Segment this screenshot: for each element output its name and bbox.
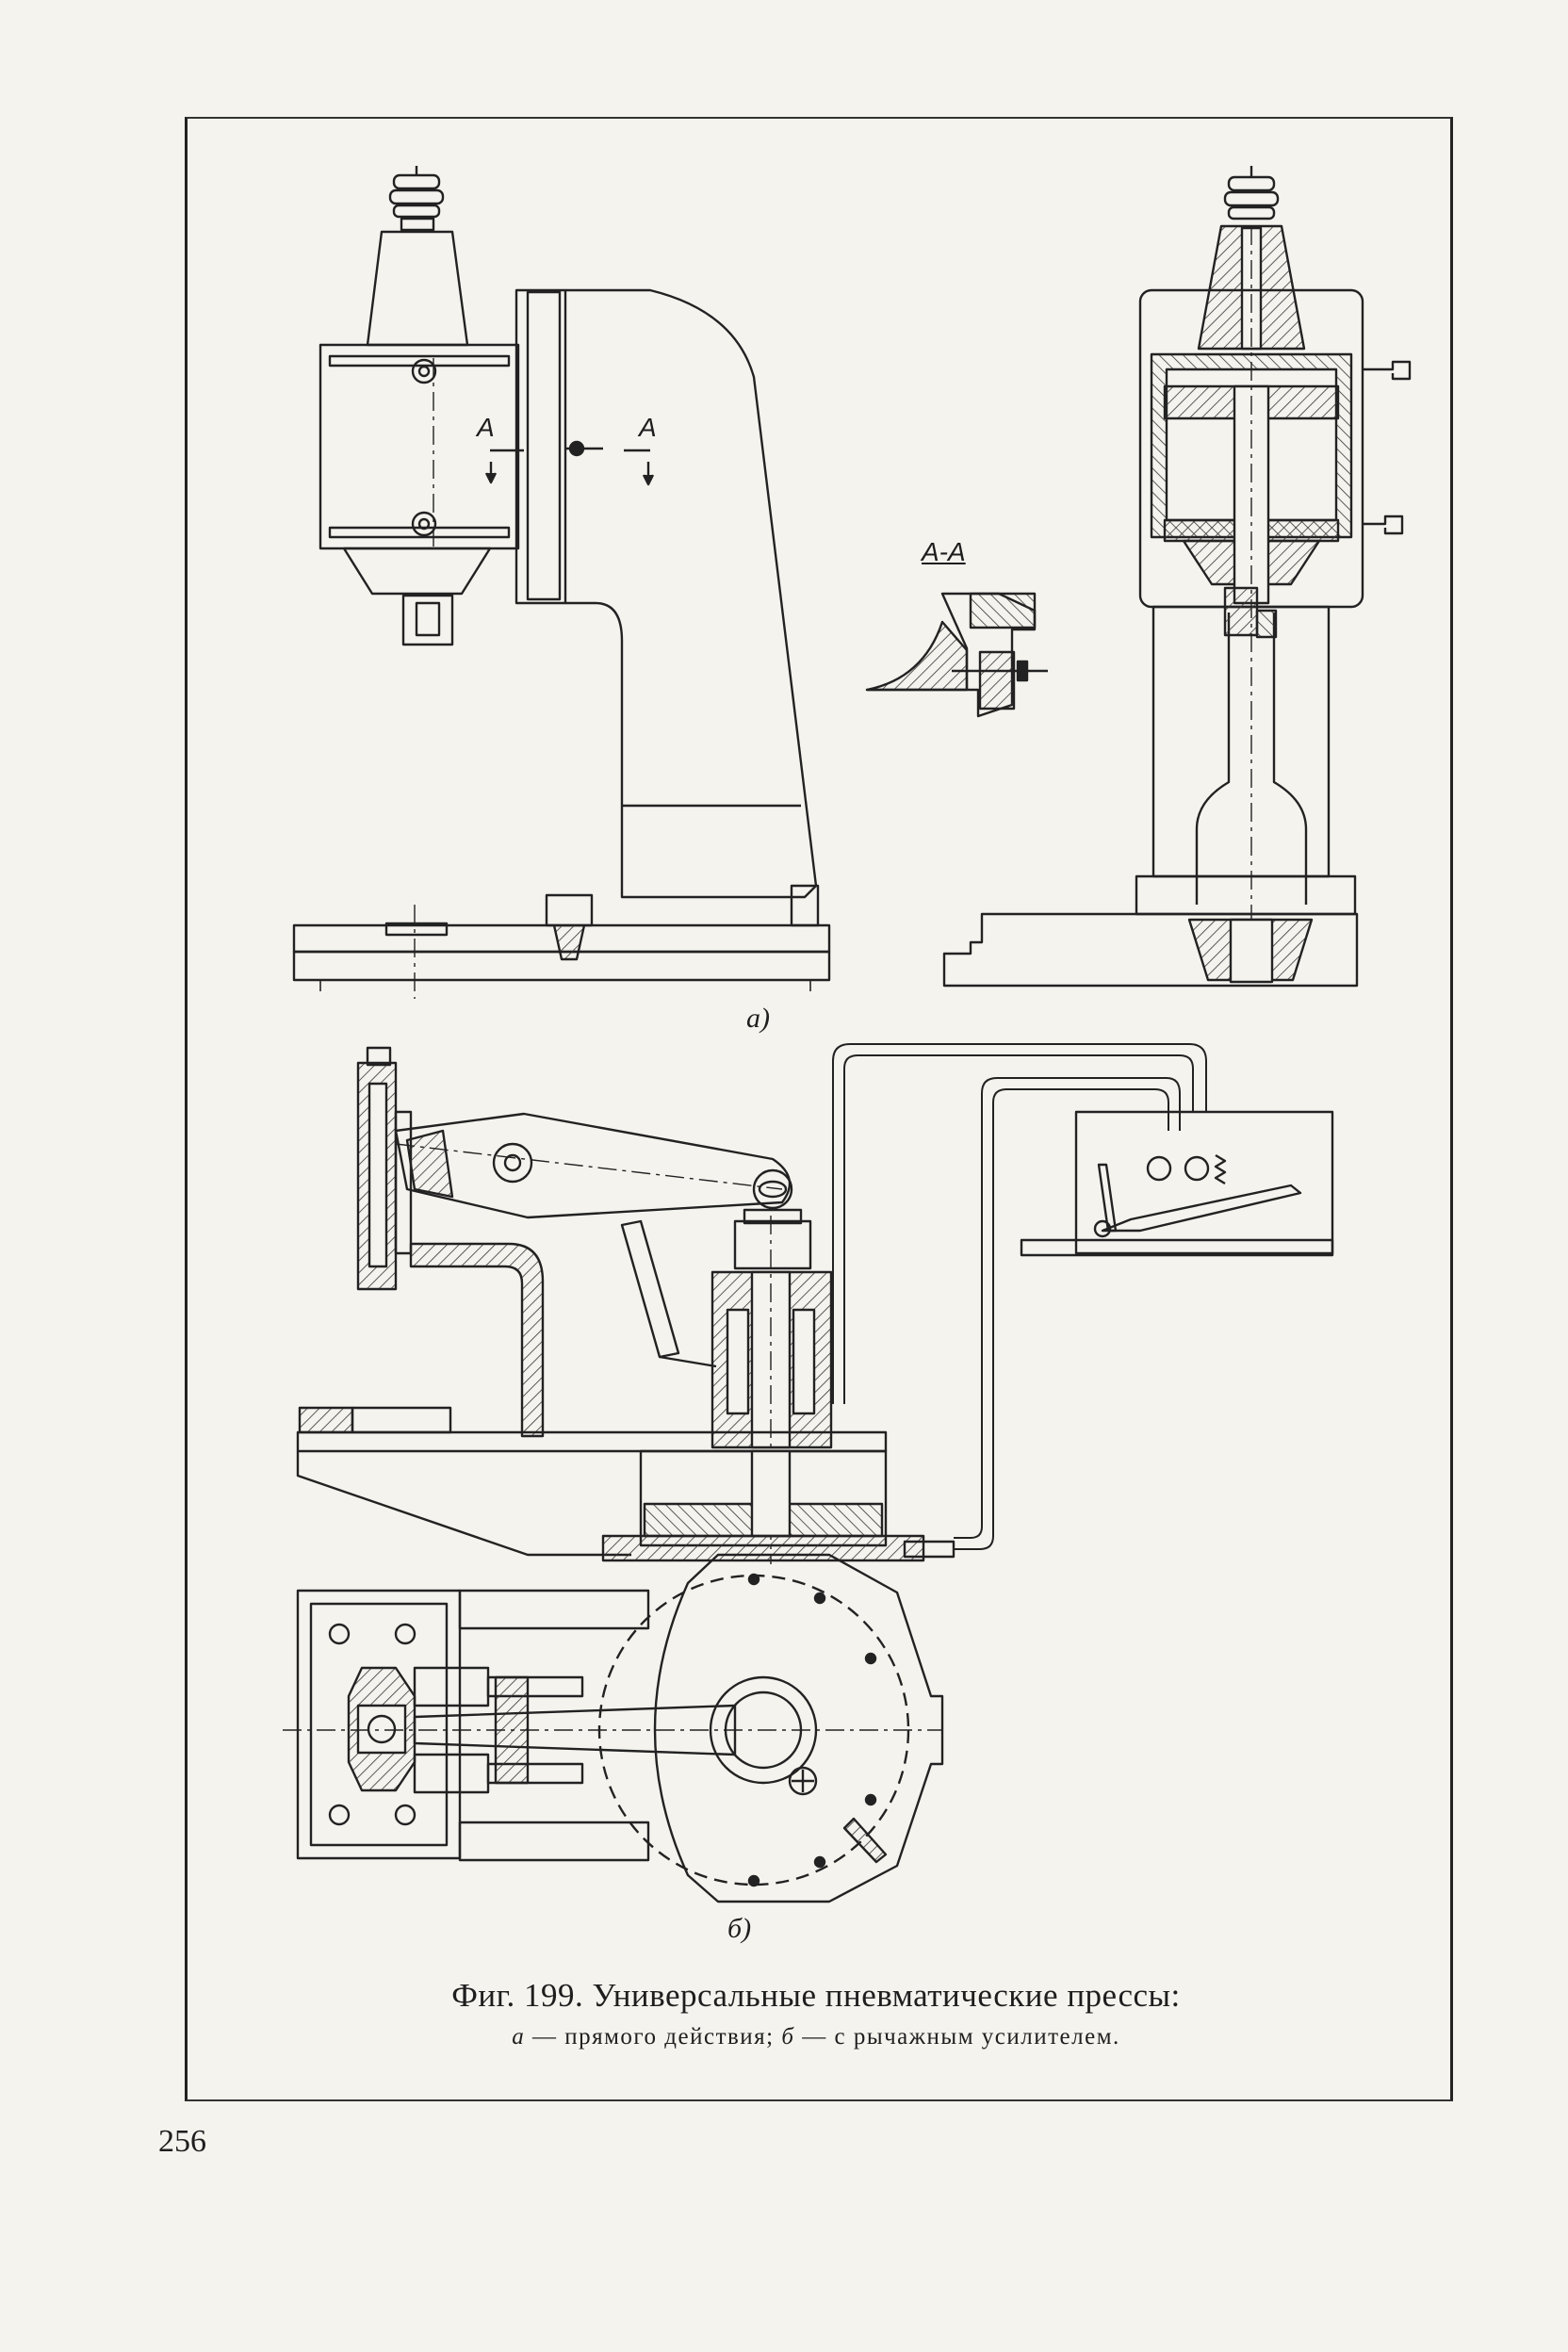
figure-frame (185, 117, 1453, 2101)
section-a-a (865, 592, 1048, 718)
section-title-a-a: А-А (922, 537, 966, 566)
section-mark-right: А (639, 413, 657, 442)
press-a-front-view (942, 166, 1412, 988)
figure-subcaption: а — прямого действия; б — с рычажным уси… (185, 2024, 1447, 2050)
subfigure-label-a: а) (746, 1003, 770, 1034)
press-a-side-view (292, 166, 831, 999)
figure-caption: Фиг. 199. Универсальные пневматические п… (451, 1977, 1181, 2014)
page-number: 256 (158, 2124, 206, 2159)
press-b-side-view (296, 1043, 1334, 1564)
subcaption-letter-a: а (512, 2024, 526, 2050)
subcaption-letter-b: б (781, 2024, 795, 2050)
section-mark-left: А (477, 413, 495, 442)
subcaption-part-a: — прямого действия; (525, 2024, 782, 2050)
subfigure-label-b: б) (727, 1913, 752, 1944)
press-b-plan-view (283, 1553, 944, 1903)
subcaption-part-b: — с рычажным усилителем. (794, 2024, 1120, 2050)
